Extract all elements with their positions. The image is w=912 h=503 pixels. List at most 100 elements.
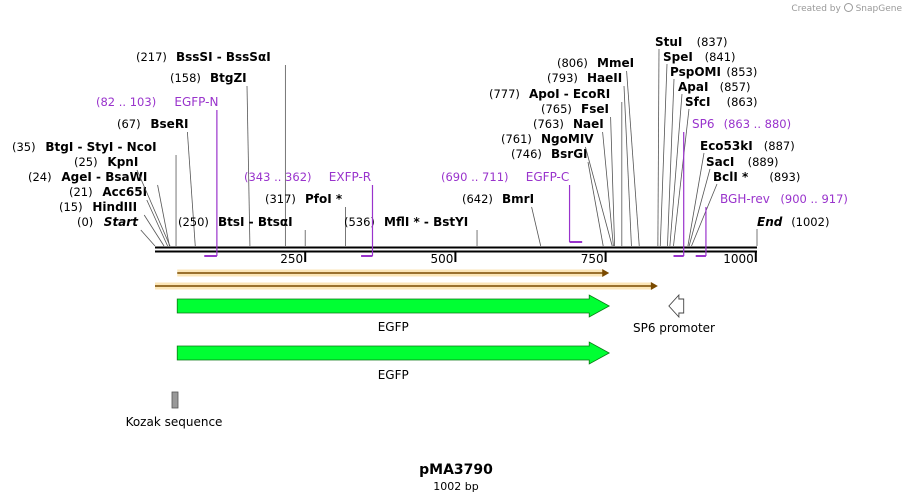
- site-position: (1002): [791, 215, 829, 229]
- site-name: ApoI - EcoRI: [529, 87, 610, 101]
- primer[interactable]: (690 .. 711)EGFP-C: [441, 170, 583, 243]
- restriction-site[interactable]: (777) ApoI - EcoRI: [489, 87, 623, 246]
- primer-range: (82 .. 103): [96, 95, 156, 109]
- orf-arrow[interactable]: [155, 282, 658, 290]
- primer-range: (863 .. 880): [724, 117, 792, 131]
- feature-box[interactable]: Kozak sequence: [126, 391, 223, 429]
- site-position: (746): [511, 147, 542, 161]
- site-leader-line: [673, 108, 690, 247]
- restriction-site[interactable]: (746) BsrGI: [511, 147, 604, 247]
- restriction-site[interactable]: (793)HaeII: [547, 71, 632, 247]
- site-leader-line: [657, 48, 660, 247]
- site-position: (857): [720, 80, 751, 94]
- kozak-box: [171, 391, 179, 409]
- site-name: SpeI: [663, 50, 693, 64]
- site-name: BclI *: [713, 170, 749, 184]
- site-name: FseI: [581, 102, 609, 116]
- restriction-site[interactable]: SpeI(841): [659, 50, 736, 247]
- orf-head: [602, 269, 610, 277]
- orf-head: [650, 282, 658, 290]
- site-name: HindIII: [92, 200, 137, 214]
- feature-label: EGFP: [378, 320, 409, 334]
- feature-cds-arrow[interactable]: EGFP: [176, 341, 611, 382]
- credit-text: Created by: [791, 4, 841, 14]
- snapgene-credit: Created by SnapGene: [791, 3, 902, 14]
- plasmid-name: pMA3790: [419, 462, 493, 478]
- site-leader-line: [157, 184, 170, 247]
- restriction-site[interactable]: (250)BtsI - BtsαI: [178, 215, 306, 246]
- site-leader-line: [687, 152, 705, 247]
- restriction-site[interactable]: SfcI(863): [673, 95, 758, 247]
- site-name: SacI: [706, 155, 734, 169]
- restriction-site[interactable]: (765) FseI: [541, 102, 616, 247]
- restriction-site[interactable]: (24) AgeI - BsaWI: [28, 170, 170, 247]
- promoter-arrow-shape: [668, 293, 685, 319]
- primer-name: EGFP-C: [526, 170, 569, 184]
- site-name: BsrGI: [551, 147, 588, 161]
- restriction-site[interactable]: (217)BssSI - BssSαI: [136, 50, 286, 246]
- site-position: (536): [344, 215, 375, 229]
- site-name: NaeI: [573, 117, 604, 131]
- site-position: (217): [136, 50, 167, 64]
- site-position: (67): [117, 117, 141, 131]
- site-leader-line: [585, 146, 613, 247]
- restriction-site[interactable]: (806)MmeI: [557, 56, 640, 247]
- primer[interactable]: BGH-rev (900 .. 917): [695, 192, 848, 257]
- restriction-site[interactable]: (67) BseRI: [117, 117, 196, 247]
- site-position: (765): [541, 102, 572, 116]
- site-name: AgeI - BsaWI: [61, 170, 147, 184]
- restriction-site[interactable]: (21)Acc65I: [69, 185, 168, 247]
- restriction-site[interactable]: (15)HindIII: [59, 200, 165, 247]
- site-name: StuI: [655, 35, 682, 49]
- restriction-site[interactable]: End (1002): [756, 215, 829, 246]
- restriction-site[interactable]: (158)BtgZI: [170, 71, 251, 247]
- site-position: (24): [28, 170, 52, 184]
- tick-label: 1000: [723, 252, 754, 266]
- orf-arrow[interactable]: [177, 269, 610, 277]
- site-position: (317): [265, 192, 296, 206]
- restriction-site[interactable]: (763)NaeI: [533, 117, 614, 247]
- site-leader-line: [140, 229, 156, 247]
- primer[interactable]: SP6 (863 .. 880): [673, 117, 792, 257]
- restriction-site[interactable]: (25)KpnI: [74, 155, 171, 247]
- site-leader-line: [669, 93, 683, 247]
- tick-label: 750: [581, 252, 604, 266]
- primer-name: BGH-rev: [720, 192, 770, 206]
- site-leader-line: [688, 168, 711, 247]
- restriction-site[interactable]: PspOMI(853): [667, 65, 757, 247]
- restriction-site[interactable]: ApaI(857): [669, 80, 751, 247]
- restriction-site[interactable]: (642)BmrI: [462, 192, 542, 247]
- restriction-site[interactable]: (35)BtgI - StyI - NcoI: [12, 140, 177, 246]
- site-position: (863): [727, 95, 758, 109]
- site-leader-line: [659, 63, 668, 247]
- restriction-site[interactable]: (761)NgoMIV: [501, 132, 613, 247]
- restriction-site[interactable]: SacI(889): [688, 155, 779, 247]
- restriction-site[interactable]: BclI *(893): [691, 170, 801, 247]
- feature-label: Kozak sequence: [126, 415, 223, 429]
- primer[interactable]: (82 .. 103)EGFP-N: [96, 95, 218, 257]
- primer-range: (900 .. 917): [780, 192, 848, 206]
- brand-name: SnapGene: [855, 4, 902, 14]
- feature-cds-arrow[interactable]: EGFP: [176, 294, 611, 334]
- restriction-site[interactable]: (317)PfoI *: [265, 192, 346, 246]
- restriction-site[interactable]: StuI(837): [655, 35, 728, 247]
- site-leader-line: [587, 161, 604, 247]
- primer[interactable]: (343 .. 362)EXFP-R: [244, 170, 374, 257]
- restriction-site[interactable]: (0)Start: [77, 215, 156, 247]
- primer-name: SP6: [692, 117, 715, 131]
- site-name: BseRI: [150, 117, 188, 131]
- restriction-site[interactable]: Eco53kI(887): [687, 139, 795, 247]
- site-leader-line: [623, 85, 632, 247]
- site-leader-line: [691, 183, 718, 247]
- restriction-site[interactable]: (536) MflI * - BstYI: [344, 215, 478, 246]
- site-name: End: [757, 215, 783, 229]
- site-position: (0): [77, 215, 93, 229]
- feature-promoter[interactable]: SP6 promoter: [633, 293, 715, 335]
- tick-label: 500: [430, 252, 453, 266]
- site-name: MflI * - BstYI: [384, 215, 468, 229]
- site-position: (777): [489, 87, 520, 101]
- primer-range: (343 .. 362): [244, 170, 312, 184]
- site-position: (761): [501, 132, 532, 146]
- site-position: (35): [12, 140, 36, 154]
